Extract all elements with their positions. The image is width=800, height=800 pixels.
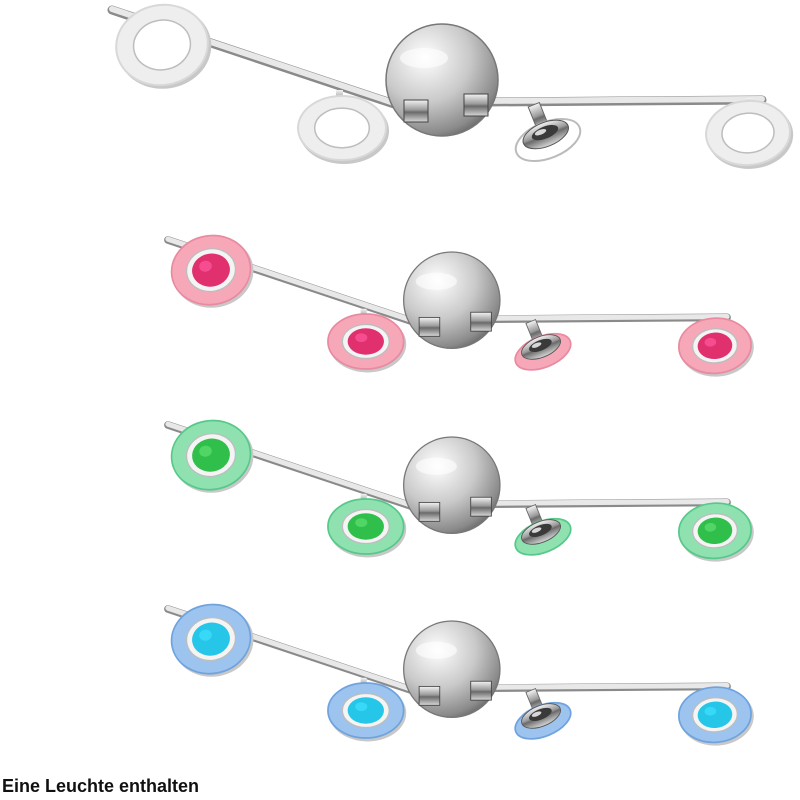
- spotlight-led-glow: [355, 702, 368, 712]
- ceiling-plate-shine: [415, 272, 457, 290]
- spotlight-led-glow: [704, 706, 717, 716]
- spot-housing-top: [529, 338, 552, 352]
- lamp-fixture-green: [164, 419, 754, 562]
- rod-clamp: [470, 311, 492, 332]
- rod-clamp: [403, 99, 429, 123]
- ceiling-plate: [402, 620, 501, 719]
- ceiling-plate: [385, 23, 499, 137]
- spotlight-core: [347, 697, 384, 724]
- spot-housing-shine: [534, 128, 547, 136]
- spotlight-core: [697, 701, 733, 729]
- spot-housing-top: [529, 707, 552, 721]
- spotlight-core: [192, 438, 230, 472]
- spotlight-core: [140, 25, 184, 65]
- spotlight: [170, 234, 254, 308]
- spotlight-core: [347, 328, 384, 355]
- lamp-fixture-pink: [164, 234, 754, 377]
- small-spotlight: [514, 688, 572, 740]
- caption-text: Eine Leuchte enthalten: [2, 776, 200, 796]
- lamp-fixture-white: [107, 3, 794, 169]
- rod-clamp: [463, 93, 489, 117]
- spot-housing-shine: [531, 527, 542, 533]
- spotlight: [678, 317, 754, 377]
- spotlight: [170, 419, 254, 493]
- spotlight-led-glow: [199, 629, 212, 641]
- spotlight: [327, 682, 407, 742]
- chrome-bar-highlight: [483, 313, 730, 321]
- small-spotlight: [514, 319, 572, 371]
- spotlight-led-glow: [199, 260, 212, 272]
- spot-housing-top: [531, 124, 559, 141]
- ceiling-plate: [402, 436, 501, 535]
- ceiling-plate-shine: [415, 641, 457, 659]
- spotlight: [115, 3, 212, 89]
- chrome-bar-highlight: [483, 498, 730, 506]
- rod-clamp: [470, 680, 492, 701]
- spotlight: [327, 313, 407, 373]
- lamp-fixture-blue: [164, 603, 754, 746]
- rod-clamp: [418, 501, 441, 522]
- small-spotlight: [514, 101, 582, 162]
- ceiling-plate-shine: [415, 457, 457, 475]
- small-spotlight: [514, 504, 572, 556]
- ceiling-plate-shine: [400, 48, 448, 68]
- spotlight: [170, 603, 254, 677]
- spotlight-led-glow: [704, 337, 717, 347]
- spotlight-core: [320, 112, 364, 144]
- spot-housing-shine: [531, 342, 542, 348]
- spotlight: [678, 502, 754, 562]
- spotlight-core: [192, 253, 230, 287]
- spotlight: [327, 498, 407, 558]
- rod-clamp: [418, 685, 441, 706]
- spotlight-led-glow: [355, 333, 368, 343]
- spotlight: [297, 95, 389, 164]
- chrome-bar-highlight: [483, 682, 730, 690]
- spot-housing-shine: [531, 711, 542, 717]
- spotlight-core: [347, 513, 384, 540]
- rod-clamp: [418, 316, 441, 337]
- spotlight-core: [192, 622, 230, 656]
- spotlight-core: [697, 517, 733, 545]
- spot-housing-top: [529, 523, 552, 537]
- spotlight-led-glow: [199, 445, 212, 457]
- spotlight: [678, 686, 754, 746]
- rod-clamp: [470, 496, 492, 517]
- spotlight-core: [697, 332, 733, 360]
- spotlight-core: [727, 117, 769, 149]
- spotlight-led-glow: [355, 518, 368, 528]
- ceiling-plate: [402, 251, 501, 350]
- chrome-bar-highlight: [479, 96, 765, 104]
- spotlight-led-glow: [704, 522, 717, 532]
- spotlight: [705, 99, 794, 169]
